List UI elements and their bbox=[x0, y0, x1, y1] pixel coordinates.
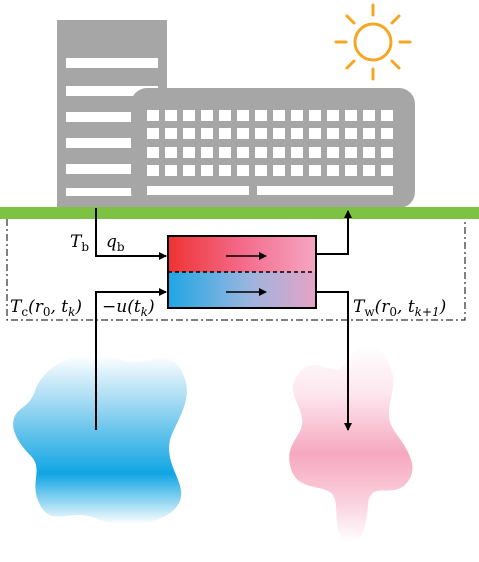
label-t-b: Tb bbox=[70, 232, 89, 254]
sun-icon bbox=[334, 3, 412, 81]
system-boundary bbox=[6, 219, 466, 321]
building-supply-line bbox=[95, 208, 167, 260]
heat-exchanger-icon bbox=[167, 235, 317, 309]
building-windows bbox=[147, 110, 393, 195]
label-t-c: Tc(r0, tk) bbox=[10, 297, 82, 319]
building-return-line bbox=[316, 210, 352, 255]
building-icon bbox=[57, 20, 415, 208]
cold-channel bbox=[168, 272, 316, 308]
cold-supply-line bbox=[95, 288, 167, 430]
label-q-b: qb bbox=[106, 232, 125, 254]
ground-strip bbox=[0, 207, 479, 219]
warm-reservoir-icon bbox=[289, 344, 413, 543]
label-u: −u(tk) bbox=[102, 297, 155, 319]
cold-reservoir-icon bbox=[13, 355, 187, 525]
label-t-w: Tw(r0, tk+1) bbox=[353, 297, 446, 319]
warm-return-line bbox=[316, 291, 352, 431]
hot-channel bbox=[168, 236, 316, 272]
